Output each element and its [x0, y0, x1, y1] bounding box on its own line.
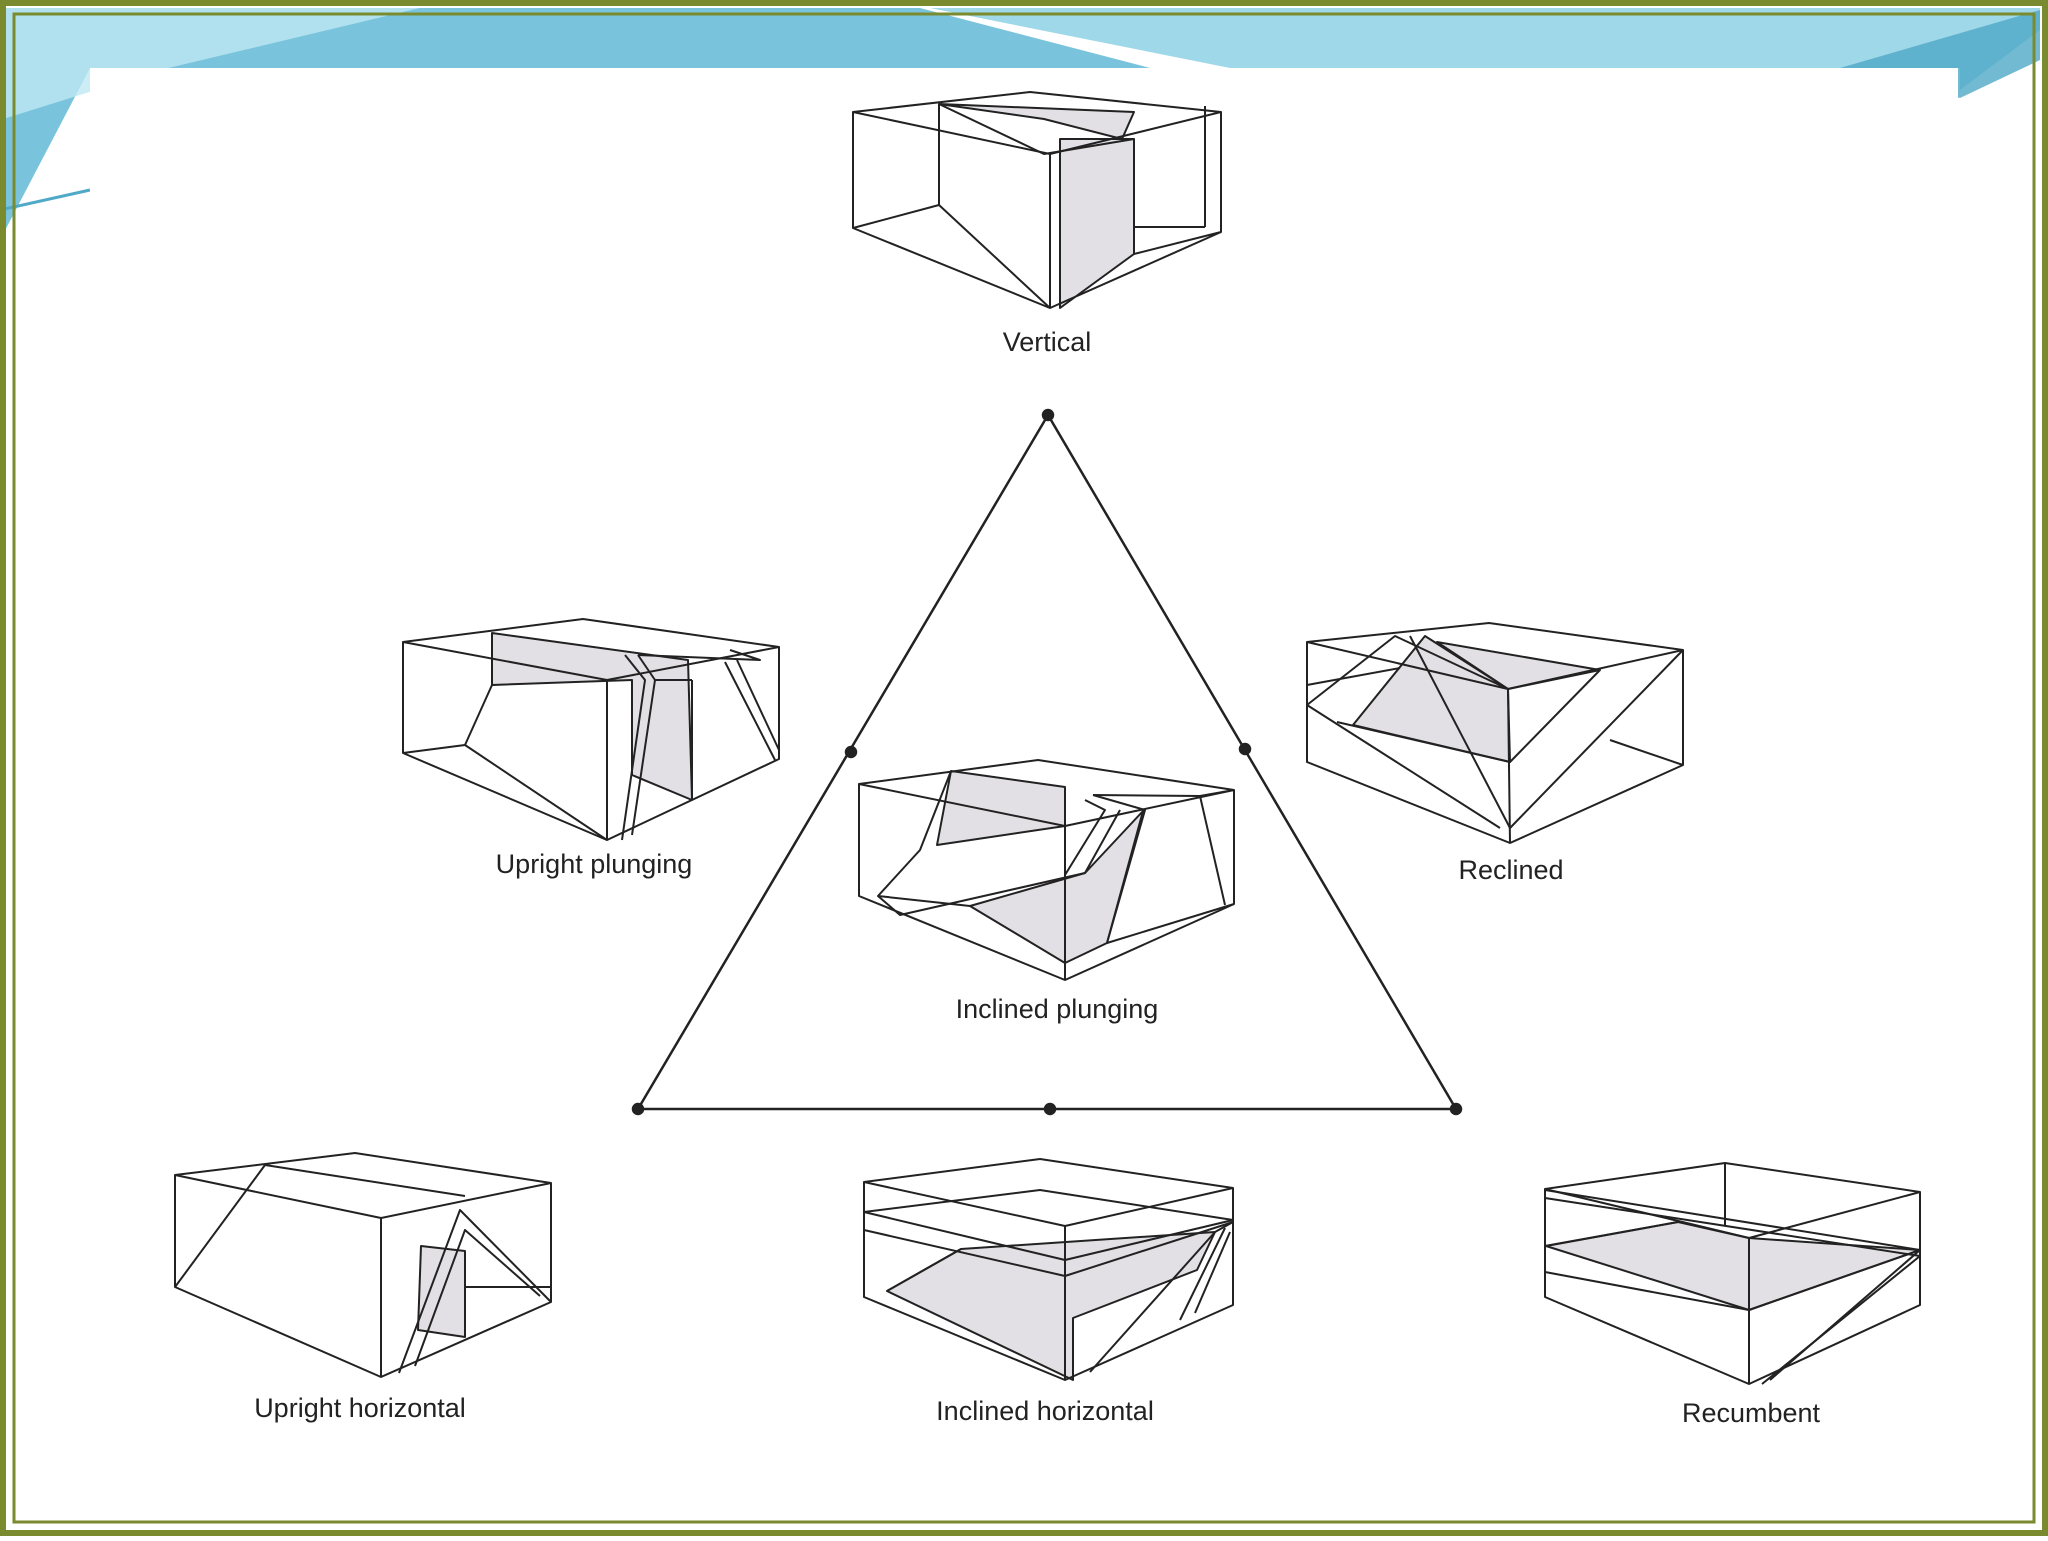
- vertex-right: [1451, 1104, 1461, 1114]
- label-upright-horizontal: Upright horizontal: [254, 1393, 466, 1424]
- label-vertical: Vertical: [1003, 327, 1092, 358]
- vertex-left: [633, 1104, 643, 1114]
- midpoint-right: [1240, 744, 1250, 754]
- label-upright-plunging: Upright plunging: [496, 849, 693, 880]
- midpoint-left: [846, 747, 856, 757]
- label-recumbent: Recumbent: [1682, 1398, 1820, 1429]
- label-inclined-horizontal: Inclined horizontal: [936, 1396, 1154, 1427]
- vertex-top: [1043, 410, 1053, 420]
- label-inclined-plunging: Inclined plunging: [956, 994, 1159, 1025]
- midpoint-bottom: [1045, 1104, 1055, 1114]
- label-reclined: Reclined: [1458, 855, 1563, 886]
